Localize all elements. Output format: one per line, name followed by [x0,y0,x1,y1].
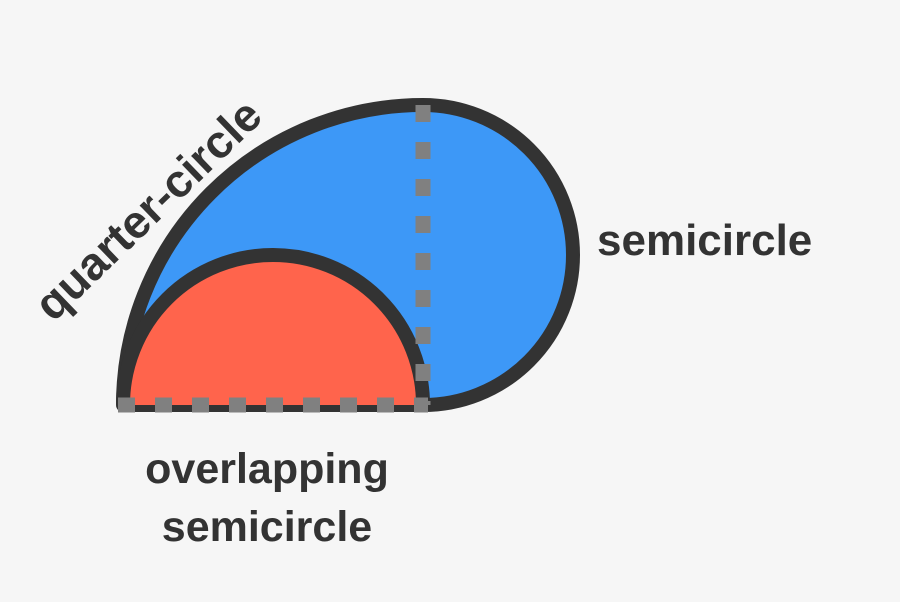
red-semicircle-outline [116,248,430,406]
overlapping-semicircle-label: overlapping semicircle [112,440,422,556]
red-overlapping-semicircle [123,255,423,405]
semicircle-label: semicircle [597,216,813,265]
overlapping-label-line2: semicircle [161,503,373,551]
overlapping-label-line1: overlapping [145,445,389,493]
